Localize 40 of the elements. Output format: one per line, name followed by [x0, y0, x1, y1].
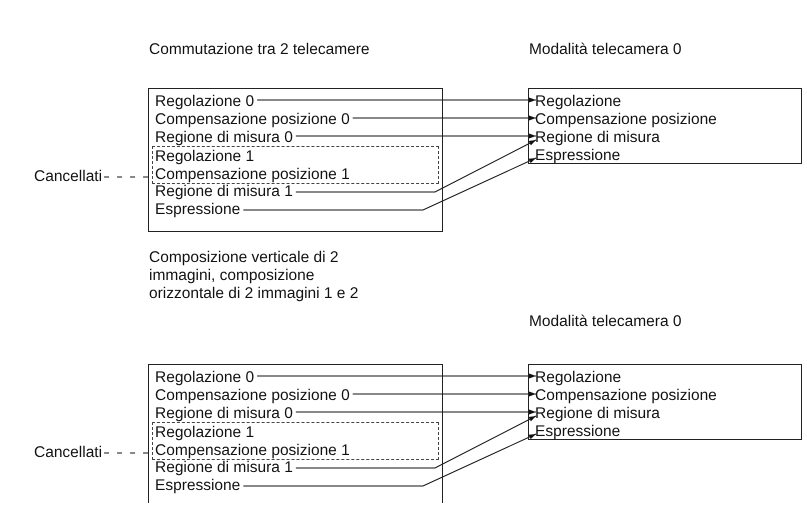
list-item: Regione di misura 1 — [155, 183, 293, 200]
list-item: Regione di misura — [535, 129, 660, 146]
list-item: Regione di misura 0 — [155, 129, 293, 146]
arrow — [295, 134, 536, 138]
list-item: Compensazione posizione 0 — [155, 111, 350, 128]
list-item: Regione di misura — [535, 405, 660, 422]
list-item: Regolazione 0 — [155, 93, 254, 110]
list-item: Regolazione — [535, 93, 622, 110]
arrow — [352, 116, 536, 120]
list-item: Compensazione posizione — [535, 387, 717, 404]
arrow — [295, 416, 536, 468]
list-item: Espressione — [535, 423, 620, 440]
callout-label: Cancellati — [34, 168, 102, 185]
arrow — [242, 434, 536, 486]
arrow — [256, 374, 536, 378]
arrow — [256, 98, 536, 102]
arrow — [295, 140, 536, 192]
heading: Modalità telecamera 0 — [529, 313, 682, 331]
list-item: Espressione — [155, 201, 240, 218]
heading: Composizione verticale di 2 immagini, composizione orizzontale di 2 immagini 1 e 2 — [149, 249, 360, 303]
list-item: Regolazione 0 — [155, 369, 254, 386]
list-item: Regolazione 1 — [155, 424, 254, 441]
heading: Commutazione tra 2 telecamere — [149, 41, 370, 59]
deleted-items-frame — [152, 146, 439, 184]
callout-label: Cancellati — [34, 444, 102, 461]
list-item: Regolazione — [535, 369, 622, 386]
list-item: Regione di misura 1 — [155, 459, 293, 476]
arrow — [352, 392, 536, 396]
arrow — [242, 158, 536, 210]
list-item: Compensazione posizione 1 — [155, 166, 350, 183]
list-item: Compensazione posizione 1 — [155, 442, 350, 459]
list-item: Compensazione posizione 0 — [155, 387, 350, 404]
deleted-items-frame — [152, 422, 439, 460]
list-item: Espressione — [535, 147, 620, 164]
list-item: Regione di misura 0 — [155, 405, 293, 422]
list-item: Compensazione posizione — [535, 111, 717, 128]
arrow — [295, 410, 536, 414]
list-item: Espressione — [155, 477, 240, 494]
list-item: Regolazione 1 — [155, 148, 254, 165]
heading: Modalità telecamera 0 — [529, 41, 682, 59]
